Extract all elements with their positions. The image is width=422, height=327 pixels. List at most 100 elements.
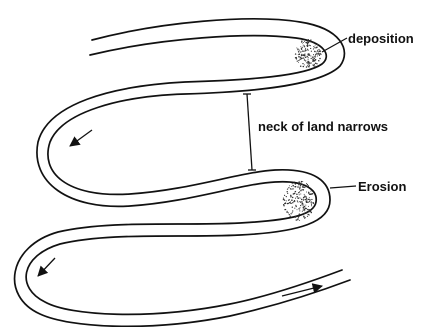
stipple-dot: [314, 58, 315, 59]
stipple-dot: [300, 51, 301, 52]
stipple-dot: [298, 217, 299, 218]
stipple-dot: [319, 51, 320, 52]
deposition-label: deposition: [348, 31, 414, 46]
stipple-dot: [308, 53, 309, 54]
stipple-dot: [306, 198, 308, 200]
stipple-dot: [314, 64, 315, 65]
stipple-dot: [313, 46, 314, 47]
stipple-dot: [301, 199, 302, 200]
stipple-dot: [318, 54, 319, 55]
stipple-dot: [284, 209, 285, 210]
stipple-dot: [309, 215, 310, 216]
stipple-dot: [304, 217, 305, 218]
stipple-dot: [300, 185, 301, 186]
stipple-dot: [304, 194, 305, 195]
stipple-dot: [313, 42, 314, 43]
stipple-dot: [289, 185, 290, 186]
stipple-dot: [309, 45, 310, 46]
stipple-dot: [298, 54, 299, 55]
stipple-dot: [299, 210, 300, 211]
stipple-dot: [313, 203, 314, 204]
stipple-dot: [306, 201, 308, 203]
stipple-dot: [297, 60, 298, 61]
stipple-dot: [306, 66, 308, 68]
stipple-dot: [300, 194, 301, 195]
stipple-dot: [312, 60, 313, 61]
stipple-dot: [292, 212, 293, 213]
stipple-dot: [296, 196, 298, 198]
stipple-dot: [314, 47, 315, 48]
stipple-dot: [302, 43, 303, 44]
stipple-dot: [288, 203, 289, 204]
stipple-dot: [306, 45, 307, 46]
stipple-dot: [301, 49, 302, 50]
stipple-dot: [310, 45, 311, 46]
stipple-dot: [306, 196, 307, 197]
stipple-dot: [295, 216, 296, 217]
stipple-dot: [290, 188, 291, 189]
stipple-dot: [291, 203, 292, 204]
stipple-dot: [309, 211, 310, 212]
stipple-dot: [302, 211, 303, 212]
outer-bank: [26, 19, 344, 314]
stipple-dot: [302, 63, 303, 64]
stipple-dot: [292, 207, 293, 208]
stipple-dot: [309, 63, 310, 64]
upper-left-arrow: [70, 130, 92, 146]
stipple-dot: [295, 53, 296, 54]
stipple-dot: [300, 58, 301, 59]
stipple-dot: [303, 209, 304, 210]
stipple-dot: [297, 197, 299, 199]
stipple-dot: [315, 62, 317, 64]
stipple-dot: [304, 187, 305, 188]
stipple-dot: [303, 42, 304, 43]
stipple-dot: [301, 201, 303, 203]
stipple-dot: [295, 198, 296, 199]
stipple-dot: [287, 203, 288, 204]
stipple-dot: [297, 201, 298, 202]
stipple-dot: [300, 52, 301, 53]
stipple-dot: [295, 183, 296, 184]
stipple-dot: [303, 199, 304, 200]
stipple-dot: [301, 55, 302, 56]
stipple-dot: [313, 207, 314, 208]
stipple-dot: [308, 206, 309, 207]
stipple-dot: [296, 47, 297, 48]
stipple-dot: [301, 54, 302, 55]
stipple-dot: [316, 53, 317, 54]
stipple-dot: [308, 66, 309, 67]
stipple-dot: [305, 205, 306, 206]
stipple-dot: [294, 201, 295, 202]
stipple-dot: [302, 50, 303, 51]
stipple-dot: [285, 202, 286, 203]
stipple-dot: [298, 192, 299, 193]
stipple-dot: [287, 193, 288, 194]
stipple-dot: [291, 186, 292, 187]
stipple-dot: [308, 59, 309, 60]
stipple-dot: [298, 184, 299, 185]
stipple-dot: [294, 193, 296, 195]
stipple-dot: [299, 187, 300, 188]
stipple-dot: [304, 54, 305, 55]
stipple-dot: [303, 204, 304, 205]
stipple-dot: [307, 40, 308, 41]
stipple-dot: [303, 215, 304, 216]
stipple-dot: [302, 186, 304, 188]
stipple-dot: [299, 194, 300, 195]
stipple-dot: [306, 185, 307, 186]
stipple-dot: [304, 45, 305, 46]
stipple-dot: [297, 48, 298, 49]
stipple-dot: [303, 197, 304, 198]
stipple-dot: [305, 196, 306, 197]
stipple-dot: [302, 181, 303, 182]
stipple-dot: [300, 202, 301, 203]
stipple-dot: [300, 65, 301, 66]
stipple-dot: [300, 205, 301, 206]
stipple-dot: [288, 187, 289, 188]
stipple-dot: [298, 208, 299, 209]
stipple-dot: [298, 62, 299, 63]
stipple-dot: [299, 181, 300, 182]
stipple-dot: [318, 49, 319, 50]
stipple-dot: [295, 205, 296, 206]
